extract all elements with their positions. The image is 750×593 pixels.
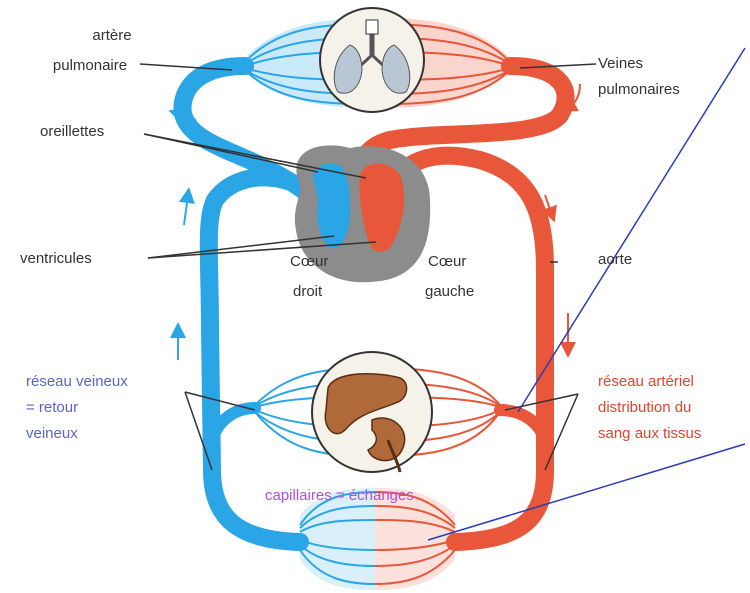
arterial-vessels xyxy=(362,66,566,542)
annotation-lines xyxy=(428,48,745,540)
pulmonary-veins-label-line1: Veines xyxy=(598,55,643,72)
pulmonary-artery-label-line1: artère xyxy=(92,27,131,44)
left-heart-label-line1: Cœur xyxy=(428,253,466,270)
venous-network-label-line3: veineux xyxy=(26,425,78,442)
liver-organ xyxy=(312,352,432,472)
venous-network-label-line1: réseau veineux xyxy=(26,373,128,390)
aorta-label: aorte xyxy=(598,251,632,268)
pulmonary-artery-label-line2: pulmonaire xyxy=(53,57,127,74)
venous-vessels xyxy=(182,66,335,542)
right-heart-label-line1: Cœur xyxy=(290,253,328,270)
right-heart-label-line2: droit xyxy=(293,283,323,300)
pulmonary-veins-label-line2: pulmonaires xyxy=(598,81,680,98)
arrow-vein-upper xyxy=(184,195,188,225)
capillaries-label: capillaires = échanges xyxy=(265,487,414,504)
venous-network-label-line2: = retour xyxy=(26,399,78,416)
ventricles-label: ventricules xyxy=(20,250,92,267)
arterial-network-label-line2: distribution du xyxy=(598,399,691,416)
lungs-organ xyxy=(320,8,424,112)
arterial-network-label-line3: sang aux tissus xyxy=(598,425,701,442)
atria-label: oreillettes xyxy=(40,123,104,140)
arterial-network-label-line1: réseau artériel xyxy=(598,373,694,390)
left-heart-label-line2: gauche xyxy=(425,283,474,300)
